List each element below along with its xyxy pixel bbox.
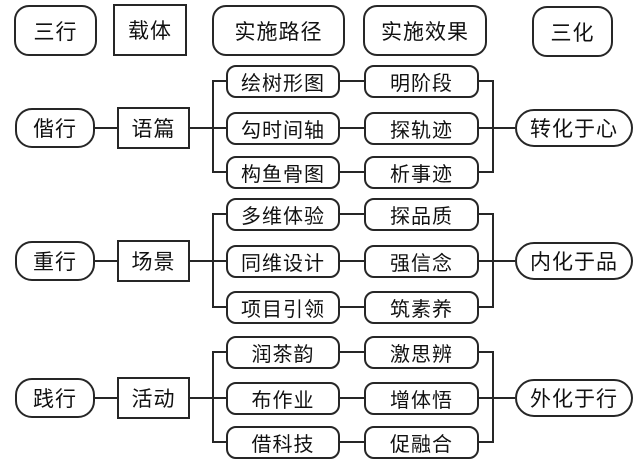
connector-line <box>95 260 117 262</box>
connector-line <box>340 441 364 443</box>
connector-line <box>213 441 226 443</box>
header-implementation-effect: 实施效果 <box>363 5 487 56</box>
connector-line <box>213 80 226 82</box>
path-node: 同维设计 <box>226 245 340 278</box>
path-node: 借科技 <box>226 426 340 459</box>
connector-line <box>213 171 226 173</box>
path-node: 构鱼骨图 <box>226 156 340 189</box>
connector-line <box>479 441 493 443</box>
effect-node: 强信念 <box>364 245 479 278</box>
connector-line <box>479 351 493 353</box>
connector-line <box>479 80 493 82</box>
act-node: 偕行 <box>15 108 95 148</box>
path-node: 布作业 <box>226 382 340 415</box>
header-implementation-path: 实施路径 <box>212 5 345 56</box>
connector-line <box>95 127 117 129</box>
path-node: 绘树形图 <box>226 65 340 98</box>
act-node: 重行 <box>15 241 95 281</box>
connector-line <box>492 351 494 443</box>
connector-line <box>340 397 364 399</box>
connector-line <box>492 80 494 173</box>
connector-line <box>213 306 226 308</box>
connector-line <box>213 213 226 215</box>
connector-line <box>479 397 515 399</box>
effect-node: 明阶段 <box>364 65 479 98</box>
effect-node: 析事迹 <box>364 156 479 189</box>
connector-line <box>190 397 226 399</box>
connector-line <box>190 127 226 129</box>
carrier-node: 场景 <box>117 240 190 282</box>
path-node: 项目引领 <box>226 291 340 324</box>
outcome-node: 内化于品 <box>515 242 633 280</box>
effect-node: 增体悟 <box>364 382 479 415</box>
connector-line <box>479 127 515 129</box>
connector-line <box>340 260 364 262</box>
connector-line <box>479 306 493 308</box>
act-node: 践行 <box>15 378 95 418</box>
effect-node: 筑素养 <box>364 291 479 324</box>
carrier-node: 活动 <box>117 377 190 419</box>
path-node: 勾时间轴 <box>226 112 340 145</box>
carrier-node: 语篇 <box>117 107 190 149</box>
connector-line <box>340 127 364 129</box>
effect-node: 促融合 <box>364 426 479 459</box>
connector-line <box>340 171 364 173</box>
connector-line <box>212 351 214 443</box>
connector-line <box>190 260 226 262</box>
connector-line <box>340 80 364 82</box>
header-three-acts: 三行 <box>14 5 97 56</box>
connector-line <box>340 213 364 215</box>
connector-line <box>340 351 364 353</box>
connector-line <box>479 260 515 262</box>
effect-node: 探品质 <box>364 198 479 231</box>
path-node: 润茶韵 <box>226 336 340 369</box>
header-carrier: 载体 <box>113 4 187 56</box>
effect-node: 激思辨 <box>364 336 479 369</box>
connector-line <box>212 80 214 173</box>
outcome-node: 转化于心 <box>515 109 633 147</box>
connector-line <box>479 171 493 173</box>
effect-node: 探轨迹 <box>364 112 479 145</box>
connector-line <box>340 306 364 308</box>
header-three-transformations: 三化 <box>532 6 613 57</box>
connector-line <box>213 351 226 353</box>
connector-line <box>212 213 214 308</box>
outcome-node: 外化于行 <box>515 379 633 417</box>
connector-line <box>492 213 494 308</box>
connector-line <box>95 397 117 399</box>
path-node: 多维体验 <box>226 198 340 231</box>
connector-line <box>479 213 493 215</box>
